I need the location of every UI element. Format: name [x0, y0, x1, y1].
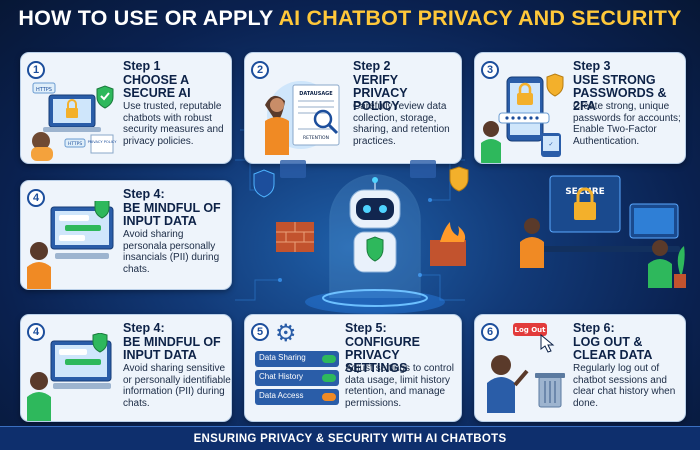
step-number-badge: 6	[481, 323, 499, 341]
step-card-4a: 4 Step 4: BE MINDFUL OF INPUT DATA Avoid…	[20, 180, 232, 290]
laptop-typing-illustration	[27, 333, 112, 421]
step-number-badge: 5	[251, 323, 269, 341]
privacy-policy-doc-label: PRIVACY POLICY	[88, 140, 118, 144]
step-description: Use trusted, reputable chatbots with rob…	[123, 101, 224, 147]
ai-robot-illustration	[253, 160, 469, 314]
step-title: VERIFY PRIVACY POLICY	[353, 73, 408, 113]
step-card-2: 2 DATAUSAGE RETENTION Step 2 VERIFY PRIV…	[244, 52, 462, 164]
step-title: BE MINDFUL OF INPUT DATA	[123, 335, 221, 362]
logout-button-label: Log Out	[515, 326, 547, 334]
input-data-illustration	[27, 201, 114, 289]
step-title: LOG OUT & CLEAR DATA	[573, 335, 653, 362]
setting-row-data-sharing[interactable]: Data Sharing	[255, 351, 339, 367]
https-label-2: HTTPS	[68, 141, 83, 147]
password-2fa-illustration: ✓	[481, 73, 564, 163]
secure-screen-label: SECURE	[565, 187, 605, 197]
https-label: HTTPS	[36, 87, 52, 93]
step-title: CHOOSE A SECURE AI	[123, 73, 191, 100]
brick-firewall-icon	[276, 222, 314, 252]
shield-icon	[253, 169, 275, 198]
retention-label: RETENTION	[303, 135, 329, 141]
setting-row-chat-history[interactable]: Chat History	[255, 370, 339, 386]
settings-toggle-list: Data Sharing Chat History Data Access	[255, 351, 339, 405]
step-label: Step 2	[353, 59, 391, 73]
shield-icon	[366, 236, 384, 262]
step-number-badge: 1	[27, 61, 45, 79]
step-label: Step 1	[123, 59, 161, 73]
step-number-badge: 2	[251, 61, 269, 79]
step-description: Create strong, unique passwords for acco…	[573, 101, 681, 147]
logout-illustration: Log Out	[487, 323, 565, 413]
step-card-6: 6 Log Out Step 6: LOG OUT & CLEAR DATA R…	[474, 314, 686, 422]
step-card-1: 1 HTTPS PRIVACY POLICY HTTPS Step 1 CHOO…	[20, 52, 232, 164]
title-part-1: HOW TO USE OR APPLY	[18, 6, 279, 30]
title-part-2: AI CHATBOT PRIVACY AND SECURITY	[278, 6, 682, 30]
cursor-icon	[540, 333, 555, 353]
step-label: Step 4:	[123, 187, 165, 201]
page-title: HOW TO USE OR APPLY AI CHATBOT PRIVACY A…	[0, 6, 700, 40]
step-label: Step 6:	[573, 321, 615, 335]
secure-workspace-illustration: SECURE	[520, 175, 686, 288]
step-description: Avoid sharing personala personally insan…	[123, 229, 220, 275]
step-title: BE MINDFUL OF INPUT DATA	[123, 201, 221, 228]
step-card-4b: 4 Step 4: BE MINDFUL OF INPUT DATA Avoid…	[20, 314, 232, 422]
step-label: Step 5:	[345, 321, 387, 335]
privacy-policy-illustration: DATAUSAGE RETENTION	[265, 81, 340, 155]
setting-row-data-access[interactable]: Data Access	[255, 389, 339, 405]
step-number-badge: 3	[481, 61, 499, 79]
gear-icon: ⚙	[275, 319, 297, 347]
svg-text:✓: ✓	[548, 141, 553, 148]
step-label: Step 3	[573, 59, 611, 73]
step-card-5: 5 ⚙ Data Sharing Chat History Data Acces…	[244, 314, 462, 422]
step-number-badge: 4	[27, 323, 45, 341]
step-description: Avoid sharing sensitive or personally id…	[123, 363, 231, 409]
fire-firewall-icon	[430, 222, 466, 266]
step-title: CONFIGURE PRIVACY SETTINGS	[345, 335, 420, 375]
setting-label: Data Access	[259, 391, 304, 400]
shield-icon	[449, 166, 469, 192]
setting-label: Chat History	[259, 372, 304, 381]
step-description: Regularly log out of chatbot sessions an…	[573, 363, 676, 409]
secure-laptop-illustration: HTTPS PRIVACY POLICY HTTPS	[31, 82, 118, 161]
step-label: Step 4:	[123, 321, 165, 335]
footer-banner: ENSURING PRIVACY & SECURITY WITH AI CHAT…	[0, 426, 700, 450]
toggle-switch[interactable]	[322, 393, 336, 401]
toggle-switch[interactable]	[322, 355, 336, 363]
step-title: USE STRONG PASSWORDS & 2FA	[573, 73, 667, 113]
trash-icon	[535, 373, 565, 408]
step-description: Adjust settings to control data usage, l…	[345, 363, 454, 409]
datausage-label: DATAUSAGE	[299, 91, 333, 97]
step-description: Carefully review data collection, storag…	[353, 101, 450, 147]
step-number-badge: 4	[27, 189, 45, 207]
step-card-3: 3 ✓ Step 3 USE STRONG PASSWORDS & 2FA Cr…	[474, 52, 686, 164]
toggle-switch[interactable]	[322, 374, 336, 382]
setting-label: Data Sharing	[259, 353, 306, 362]
